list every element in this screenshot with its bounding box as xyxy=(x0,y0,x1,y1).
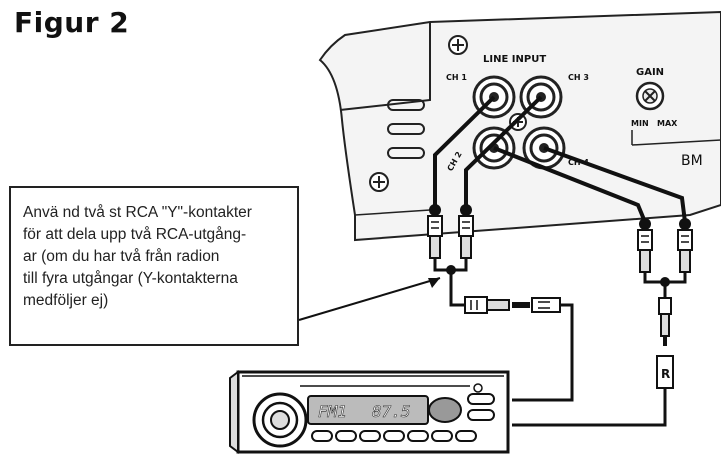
y-connector-left xyxy=(427,204,474,307)
callout-line: Anvä nd två st RCA "Y"-kontakter xyxy=(23,204,252,221)
ch3-label: CH 3 xyxy=(568,73,589,82)
gain-min-label: MIN xyxy=(631,119,649,128)
gain-knob-icon xyxy=(635,81,665,111)
ch1-label: CH 1 xyxy=(446,73,467,82)
volume-knob-icon xyxy=(252,392,308,448)
callout-line: till fyra utgångar (Y-kontakterna xyxy=(23,270,238,287)
car-radio: FM1 87.5 xyxy=(229,370,510,454)
brand-label: BM xyxy=(681,153,703,169)
mid-cable xyxy=(464,296,574,402)
gain-label: GAIN xyxy=(636,67,664,78)
radio-band-display: FM1 xyxy=(318,402,347,421)
callout-line: ar (om du har två från radion xyxy=(23,248,220,265)
rca-cables xyxy=(433,95,687,223)
gain-max-label: MAX xyxy=(657,119,678,128)
instruction-callout: Anvä nd två st RCA "Y"-kontakter för att… xyxy=(9,186,299,346)
callout-line: medföljer ej) xyxy=(23,292,109,309)
radio-preset-buttons xyxy=(311,393,495,442)
screw-icon xyxy=(448,35,468,55)
amplifier: LINE INPUT CH 1 CH 3 CH 2 CH 4 GAIN xyxy=(318,10,721,242)
screw-icon xyxy=(369,172,389,192)
rca-plug-label: R xyxy=(661,367,670,381)
callout-line: för att dela upp två RCA-utgång- xyxy=(23,226,247,243)
line-input-label: LINE INPUT xyxy=(483,54,546,65)
y-connector-right: R xyxy=(512,218,693,427)
figure-title: Figur 2 xyxy=(14,6,130,39)
callout-arrow xyxy=(298,277,441,321)
radio-frequency-display: 87.5 xyxy=(372,402,411,421)
